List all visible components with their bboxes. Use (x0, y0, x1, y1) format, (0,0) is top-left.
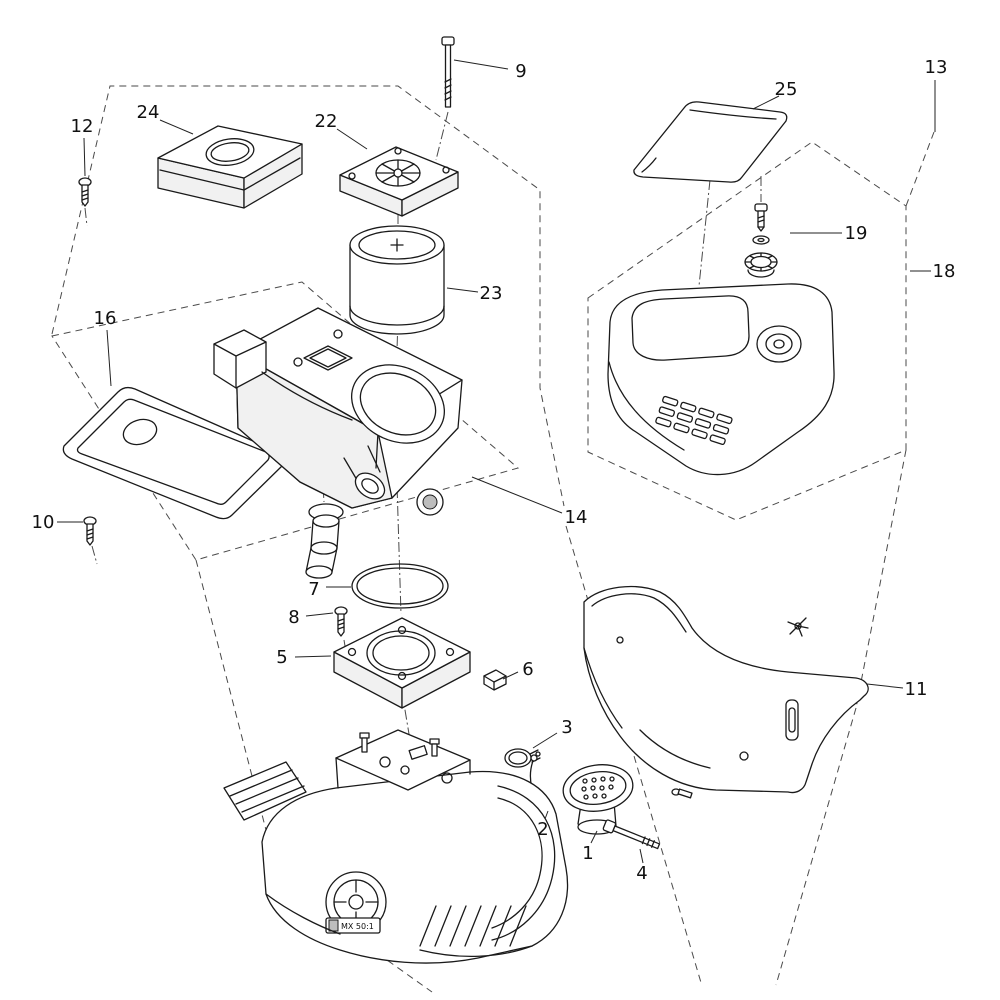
part-4-bolt (602, 819, 661, 850)
part-12-screw (78, 177, 92, 207)
part-11-side-cover (583, 585, 869, 794)
o-ring-seal (351, 563, 449, 609)
callout-11: 11 (905, 679, 928, 700)
part-18-engine-cover (607, 283, 835, 476)
chainsaw-body: MX 50:1 (223, 729, 569, 964)
carb-deck (335, 729, 471, 791)
part-8-screw (334, 606, 348, 637)
model-plate: MX 50:1 (325, 917, 381, 934)
part-14-filter-housing (213, 307, 463, 516)
model-plate-text: MX 50:1 (341, 922, 374, 931)
cover-screw (671, 788, 693, 799)
callout-1: 1 (582, 843, 593, 864)
part-10-screw (83, 516, 97, 546)
part-25-cover-plate (633, 101, 788, 183)
vent-slats (419, 905, 533, 958)
part-9-long-screw (441, 36, 455, 108)
callout-24: 24 (137, 102, 160, 123)
part-24-foam-filter (157, 125, 303, 209)
callout-4: 4 (636, 863, 647, 884)
callout-7: 7 (308, 579, 319, 600)
leader-lines (57, 59, 936, 864)
part-16-baffle-plate (62, 386, 285, 520)
callout-labels: 1 2 3 4 5 6 7 8 9 10 11 12 13 14 16 18 1… (32, 57, 956, 884)
callout-25: 25 (775, 79, 798, 100)
part-22-filter-base (339, 146, 459, 217)
callout-14: 14 (565, 507, 588, 528)
part-7-intake-elbow (305, 503, 344, 579)
callout-23: 23 (480, 283, 503, 304)
callout-16: 16 (94, 308, 117, 329)
callout-10: 10 (32, 512, 55, 533)
part-23-filter-cartridge (349, 225, 445, 335)
callout-2: 2 (537, 819, 548, 840)
part-1-intake-grommet (562, 764, 634, 835)
callout-3: 3 (561, 717, 572, 738)
callout-12: 12 (71, 116, 94, 137)
muffler (223, 761, 307, 821)
callout-9: 9 (515, 61, 526, 82)
callout-8: 8 (288, 607, 299, 628)
callout-5: 5 (276, 647, 287, 668)
callout-19: 19 (845, 223, 868, 244)
callout-6: 6 (522, 659, 533, 680)
front-handle (491, 785, 556, 941)
part-6-clip (483, 669, 507, 691)
part-5-flange-plate (333, 617, 471, 709)
callout-13: 13 (925, 57, 948, 78)
callout-18: 18 (933, 261, 956, 282)
starter-cover (325, 871, 387, 933)
callout-22: 22 (315, 111, 338, 132)
part-19-retainer-knob-set (744, 203, 778, 278)
grommet-grid (581, 776, 615, 800)
